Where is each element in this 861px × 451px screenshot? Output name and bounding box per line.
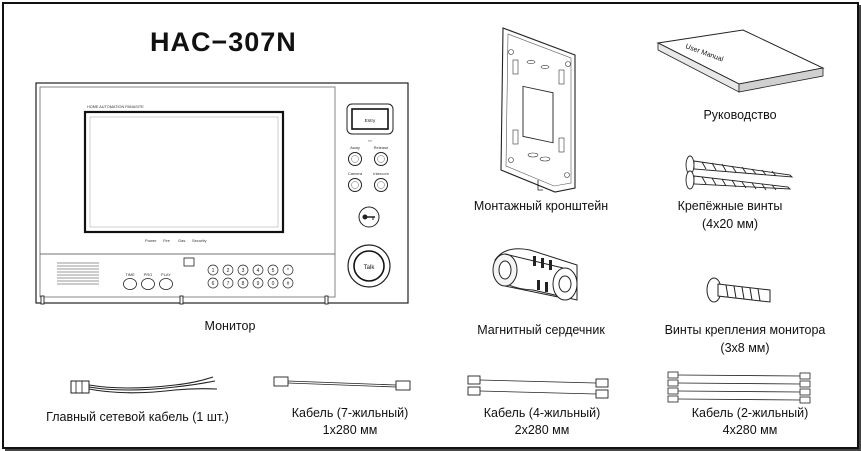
svg-text:▪▪▪: ▪▪▪ — [368, 139, 372, 143]
monitor-illustration: HOME AUTOMATION PANASITE Power Fire Gas … — [35, 82, 409, 305]
entry-button[interactable] — [351, 108, 389, 130]
sensor-window — [183, 257, 195, 267]
bracket-caption: Монтажный кронштейн — [473, 199, 609, 213]
keypad-key[interactable]: 0 — [267, 277, 279, 289]
keypad-key[interactable]: 8 — [237, 277, 249, 289]
keypad-key-label: 9 — [257, 281, 260, 287]
svg-text:PRG: PRG — [144, 272, 153, 277]
monitor-brand-text: HOME AUTOMATION PANASITE — [87, 105, 144, 109]
keypad-key-label: * — [287, 268, 289, 274]
keypad-key[interactable]: 7 — [222, 277, 234, 289]
keypad-key[interactable]: 6 — [207, 277, 219, 289]
talk-button[interactable]: Talk — [347, 244, 391, 288]
monitor-caption: Монитор — [204, 319, 256, 333]
svg-text:Talk: Talk — [364, 265, 376, 271]
cable2-illustration — [667, 371, 811, 404]
monitor-screws-caption-1: Винты крепления монитора — [664, 323, 826, 337]
keypad: 1 2 3 4 5 * 6 7 8 9 0 # — [207, 264, 294, 289]
keypad-key-label: 5 — [272, 268, 275, 274]
cable7-caption-2: 1x280 мм — [322, 423, 378, 437]
keypad-key[interactable]: # — [282, 277, 294, 289]
status-label-fire: Fire — [163, 238, 171, 243]
svg-text:PLAY: PLAY — [161, 272, 171, 277]
model-title: HAC−307N — [150, 27, 297, 57]
ferrite-core-illustration — [492, 248, 578, 301]
mount-screws-caption-2: (4x20 мм) — [701, 217, 759, 231]
func-key-prg[interactable]: PRG — [141, 272, 155, 290]
keypad-key-label: 3 — [242, 268, 245, 274]
camera-button[interactable]: Camera — [348, 171, 363, 192]
svg-text:Camera: Camera — [348, 171, 363, 176]
cable4-caption-2: 2x280 мм — [514, 423, 570, 437]
main-cable-illustration — [70, 376, 218, 394]
main-cable-caption: Главный сетевой кабель (1 шт.) — [46, 410, 229, 424]
keypad-key[interactable]: 5 — [267, 264, 279, 276]
keypad-key-label: 0 — [272, 281, 275, 287]
intercom-button[interactable]: Intercom — [373, 171, 389, 192]
entry-label: Entry — [365, 118, 376, 123]
cable4-caption-1: Кабель (4-жильный) — [483, 406, 601, 420]
cable7-caption-1: Кабель (7-жильный) — [291, 406, 409, 420]
release-button[interactable]: Release — [374, 145, 389, 166]
status-label-gas: Gas — [178, 238, 185, 243]
cable2-caption-1: Кабель (2-жильный) — [691, 406, 809, 420]
keypad-key[interactable]: 3 — [237, 264, 249, 276]
monitor-base — [40, 295, 329, 305]
mount-screws-caption-1: Крепёжные винты — [677, 199, 783, 213]
svg-text:Release: Release — [374, 145, 389, 150]
keypad-key[interactable]: * — [282, 264, 294, 276]
keypad-key[interactable]: 4 — [252, 264, 264, 276]
cable2-caption-2: 4x280 мм — [722, 423, 778, 437]
status-label-security: Security — [192, 238, 206, 243]
ferrite-caption: Магнитный сердечник — [477, 323, 605, 337]
cable4-illustration — [467, 375, 609, 399]
keypad-key-label: 8 — [242, 281, 245, 287]
mount-screws-illustration — [685, 155, 794, 191]
monitor-screws-illustration — [706, 277, 771, 303]
keypad-key[interactable]: 9 — [252, 277, 264, 289]
keypad-key-label: # — [287, 281, 290, 287]
keypad-key-label: 1 — [212, 268, 215, 274]
keypad-key-label: 4 — [257, 268, 260, 274]
monitor-screws-caption-2: (3x8 мм) — [720, 341, 770, 355]
svg-text:TIME: TIME — [125, 272, 135, 277]
manual-caption: Руководство — [703, 108, 777, 122]
func-key-play[interactable]: PLAY — [159, 272, 173, 290]
status-label-power: Power — [145, 238, 157, 243]
speaker-grille — [57, 262, 99, 285]
func-key-time[interactable]: TIME — [123, 272, 137, 290]
away-button[interactable]: Away — [348, 145, 362, 166]
bracket-illustration — [500, 27, 576, 193]
svg-text:Away: Away — [350, 145, 360, 150]
keypad-key-label: 7 — [227, 281, 230, 287]
keypad-key-label: 2 — [227, 268, 230, 274]
cable7-illustration — [273, 376, 411, 391]
manual-illustration: User Manual — [656, 29, 825, 93]
keypad-key[interactable]: 2 — [222, 264, 234, 276]
door-key-button[interactable] — [358, 206, 380, 228]
keypad-key-label: 6 — [212, 281, 215, 287]
svg-text:Intercom: Intercom — [373, 171, 389, 176]
keypad-key[interactable]: 1 — [207, 264, 219, 276]
